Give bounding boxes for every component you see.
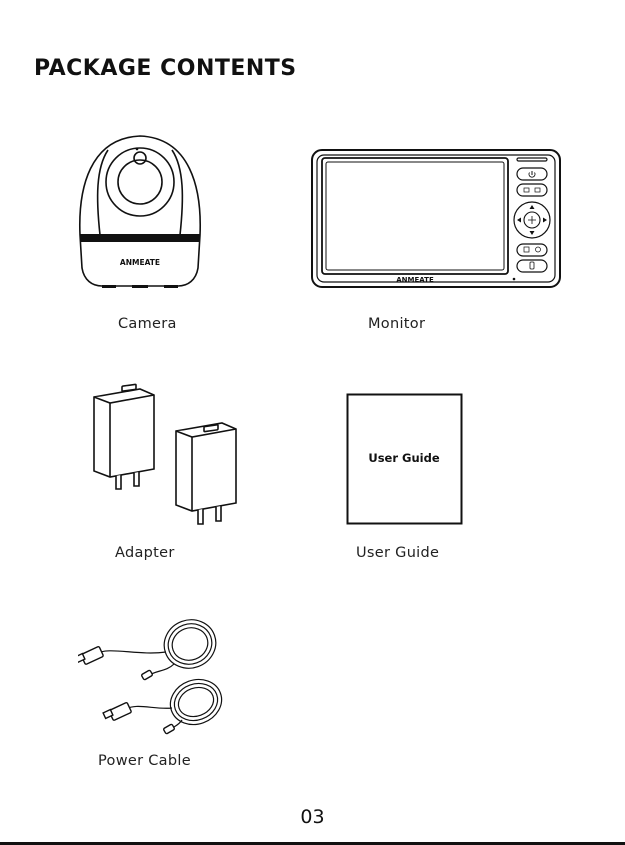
item-label-adapter: Adapter [115,545,175,561]
power-cable-illustration [78,610,228,740]
page-number: 03 [0,806,625,828]
camera-illustration: ANMEATE [70,128,210,298]
user-guide-illustration: User Guide [346,393,464,526]
item-label-power-cable: Power Cable [98,753,191,769]
adapter-illustration [88,383,240,531]
monitor-illustration: ANMEATE [310,148,562,290]
page-title: PACKAGE CONTENTS [34,56,297,81]
item-label-user-guide: User Guide [356,545,439,561]
item-label-monitor: Monitor [368,316,425,332]
item-label-camera: Camera [118,316,177,332]
user-guide-cover-text: User Guide [368,451,439,465]
camera-brand: ANMEATE [120,258,160,267]
monitor-brand: ANMEATE [396,276,434,284]
